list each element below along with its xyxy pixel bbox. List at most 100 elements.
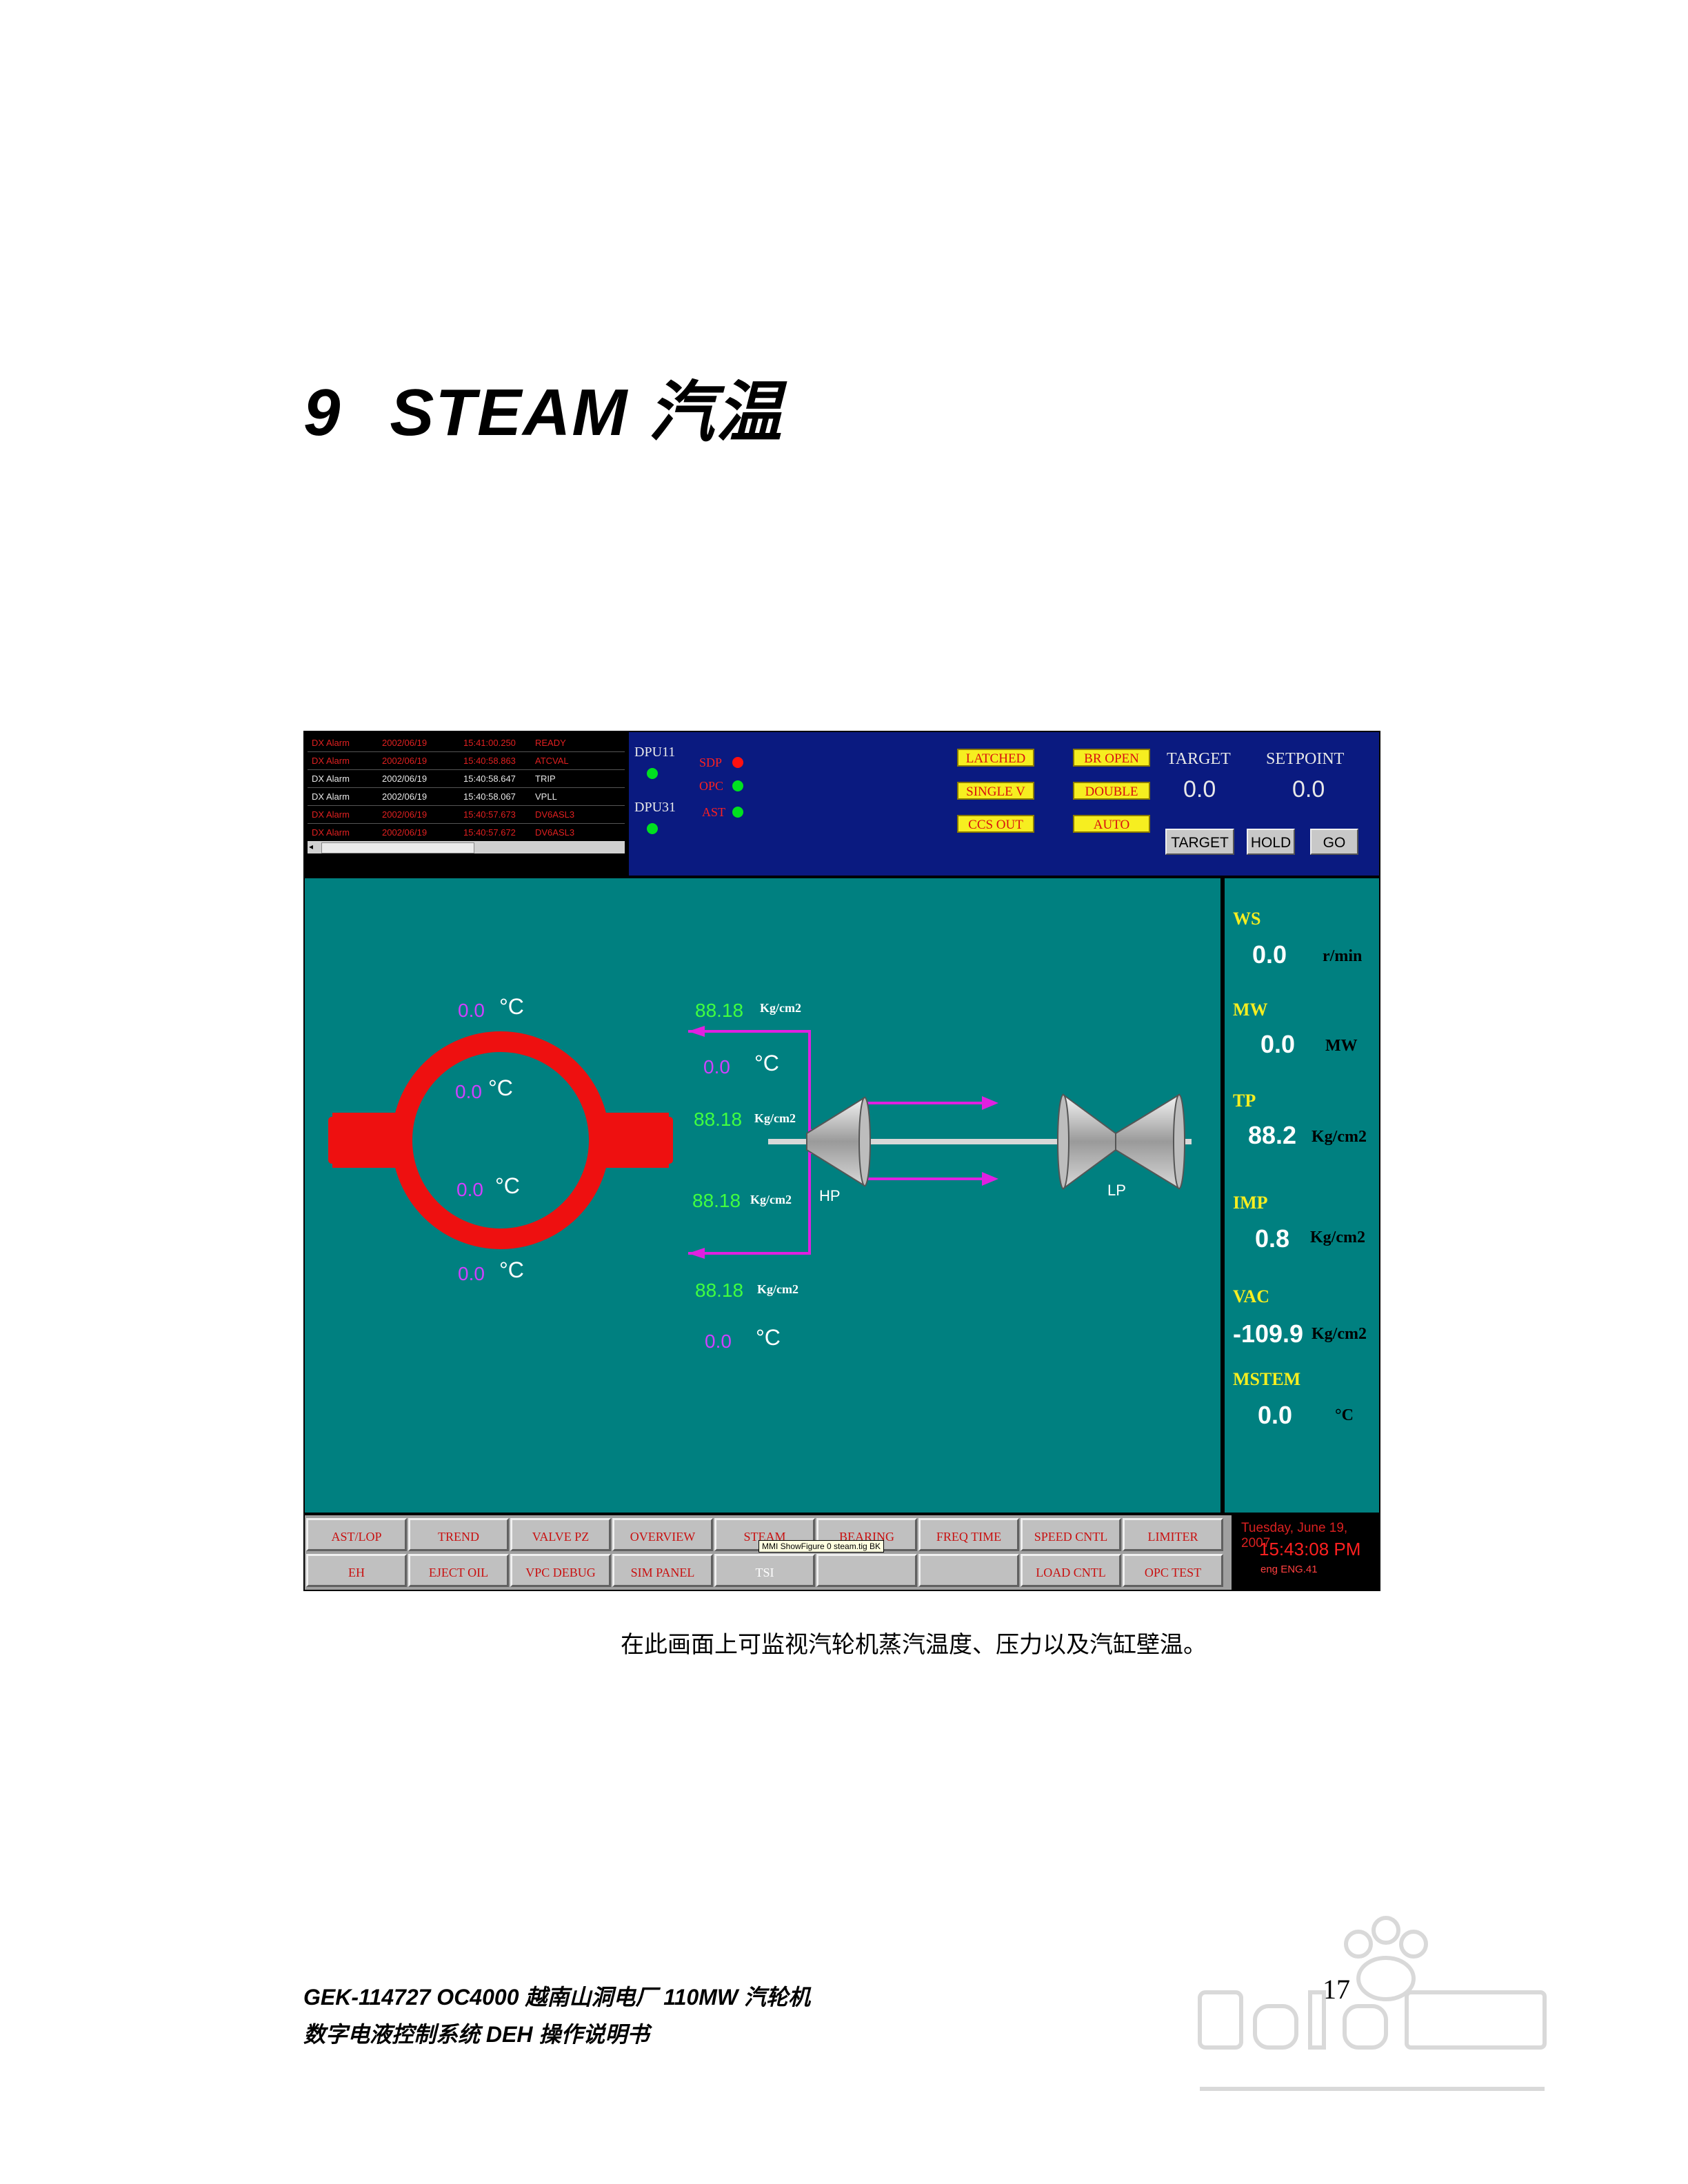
- pressure-unit: Kg/cm2: [750, 1193, 792, 1206]
- alarm-date: 2002/06/19: [382, 774, 428, 784]
- opc-label: OPC: [699, 779, 724, 793]
- nav-button-row2-6[interactable]: [918, 1554, 1019, 1587]
- vac-value: -109.9: [1233, 1320, 1304, 1348]
- section-number: 9: [303, 376, 342, 449]
- main-steam-temp-1: 0.0: [703, 1056, 730, 1078]
- deg-c-unit: °C: [499, 1257, 524, 1282]
- casing-temp-lower: 0.0: [456, 1179, 483, 1200]
- main-steam-pressure-3: 88.18: [692, 1190, 741, 1211]
- nav-button-row2-4[interactable]: TSI: [714, 1554, 815, 1587]
- mw-unit: MW: [1325, 1037, 1358, 1055]
- double-valve-button[interactable]: DOUBLE: [1073, 782, 1150, 800]
- nav-button-row2-5[interactable]: [816, 1554, 917, 1587]
- alarm-source: DX Alarm: [312, 756, 350, 766]
- section-title: STEAM 汽温: [390, 376, 784, 449]
- sdp-led: [732, 757, 743, 768]
- imp-value: 0.8: [1255, 1224, 1290, 1253]
- alarm-date: 2002/06/19: [382, 738, 428, 748]
- hp-label: HP: [819, 1187, 841, 1204]
- alarm-source: DX Alarm: [312, 809, 350, 820]
- nav-button-row2-3[interactable]: SIM PANEL: [612, 1554, 713, 1587]
- auto-button[interactable]: AUTO: [1073, 815, 1150, 833]
- alarm-source: DX Alarm: [312, 774, 350, 784]
- deg-c-unit: °C: [754, 1051, 779, 1075]
- imp-unit: Kg/cm2: [1310, 1228, 1365, 1246]
- main-steam-pressure-2: 88.18: [694, 1109, 743, 1130]
- nav-button-row2-1[interactable]: EJECT OIL: [408, 1554, 509, 1587]
- nav-button-row1-2[interactable]: VALVE PZ: [510, 1518, 611, 1551]
- alarm-tag: TRIP: [535, 774, 556, 784]
- nav-button-row2-2[interactable]: VPC DEBUG: [510, 1554, 611, 1587]
- ccs-out-button[interactable]: CCS OUT: [957, 815, 1034, 833]
- alarm-time: 15:40:58.067: [463, 791, 516, 802]
- tp-value: 88.2: [1248, 1121, 1297, 1149]
- ast-led: [732, 807, 743, 818]
- hold-button[interactable]: HOLD: [1247, 829, 1295, 855]
- pressure-unit: Kg/cm2: [760, 1001, 801, 1015]
- latched-button[interactable]: LATCHED: [957, 749, 1034, 767]
- alarm-date: 2002/06/19: [382, 756, 428, 766]
- nav-button-row2-8[interactable]: OPC TEST: [1123, 1554, 1223, 1587]
- footer-line-2: 数字电液控制系统 DEH 操作说明书: [303, 2022, 650, 2047]
- nav-button-row2-7[interactable]: LOAD CNTL: [1021, 1554, 1121, 1587]
- tp-unit: Kg/cm2: [1312, 1128, 1367, 1146]
- alarm-tag: VPLL: [535, 791, 557, 802]
- pressure-unit: Kg/cm2: [754, 1111, 796, 1125]
- deg-c-unit: °C: [499, 994, 524, 1019]
- single-valve-button[interactable]: SINGLE V: [957, 782, 1034, 800]
- casing-temp-upper: 0.0: [455, 1081, 482, 1102]
- arrow-icon: [688, 1026, 705, 1037]
- alarm-time: 15:40:57.673: [463, 809, 516, 820]
- alarm-time: 15:40:57.672: [463, 827, 516, 838]
- clock-time: 15:43:08 PM: [1259, 1539, 1361, 1559]
- nav-button-row2-0[interactable]: EH: [306, 1554, 407, 1587]
- alarm-source: DX Alarm: [312, 827, 350, 838]
- status-panel: DPU11 DPU31 SDP OPC AST LATCHED SINGLE V…: [629, 732, 1379, 876]
- baidu-watermark: [1198, 1916, 1547, 2091]
- tp-label: TP: [1233, 1091, 1256, 1111]
- section-heading: 9 STEAM 汽温: [303, 358, 783, 454]
- casing-temp-bottom: 0.0: [458, 1263, 485, 1284]
- alarm-scrollbar[interactable]: ◂: [308, 841, 625, 853]
- ast-label: AST: [702, 805, 726, 819]
- clock-date: Tuesday, June 19, 2007: [1241, 1521, 1348, 1550]
- nav-button-row1-7[interactable]: SPEED CNTL: [1021, 1518, 1121, 1551]
- footer-line-1: GEK-114727 OC4000 越南山洞电厂 110MW 汽轮机: [303, 1985, 811, 2010]
- alarm-time: 15:41:00.250: [463, 738, 516, 748]
- ws-value: 0.0: [1252, 940, 1287, 969]
- main-steam-pressure-4: 88.18: [695, 1280, 744, 1301]
- alarm-tag: ATCVAL: [535, 756, 569, 766]
- scroll-left-icon[interactable]: ◂: [309, 842, 314, 851]
- alarm-source: DX Alarm: [312, 738, 350, 748]
- nav-button-row1-6[interactable]: FREQ TIME: [918, 1518, 1019, 1551]
- sdp-label: SDP: [699, 756, 723, 769]
- nav-button-row1-0[interactable]: AST/LOP: [306, 1518, 407, 1551]
- mstem-unit: °C: [1335, 1406, 1354, 1424]
- nav-button-row1-3[interactable]: OVERVIEW: [612, 1518, 713, 1551]
- arrow-icon: [982, 1172, 998, 1186]
- main-steam-pressure-1: 88.18: [695, 1000, 744, 1021]
- vac-unit: Kg/cm2: [1312, 1325, 1367, 1343]
- mw-label: MW: [1233, 1000, 1268, 1020]
- scroll-thumb[interactable]: [321, 842, 474, 853]
- dpu31-led: [647, 823, 658, 834]
- nav-button-row1-1[interactable]: TREND: [408, 1518, 509, 1551]
- deg-c-unit: °C: [495, 1173, 520, 1198]
- br-open-button[interactable]: BR OPEN: [1073, 749, 1150, 767]
- pressure-unit: Kg/cm2: [757, 1282, 798, 1296]
- target-button[interactable]: TARGET: [1165, 829, 1234, 855]
- nav-button-row1-8[interactable]: LIMITER: [1123, 1518, 1223, 1551]
- deg-c-unit: °C: [488, 1075, 513, 1100]
- steam-diagram: 0.0 °C 0.0 °C 0.0 °C 0.0 °C 88.18 Kg/cm2…: [305, 878, 1220, 1513]
- go-button[interactable]: GO: [1310, 829, 1358, 855]
- mstem-label: MSTEM: [1233, 1369, 1301, 1389]
- imp-label: IMP: [1233, 1193, 1268, 1213]
- mw-value: 0.0: [1260, 1030, 1296, 1058]
